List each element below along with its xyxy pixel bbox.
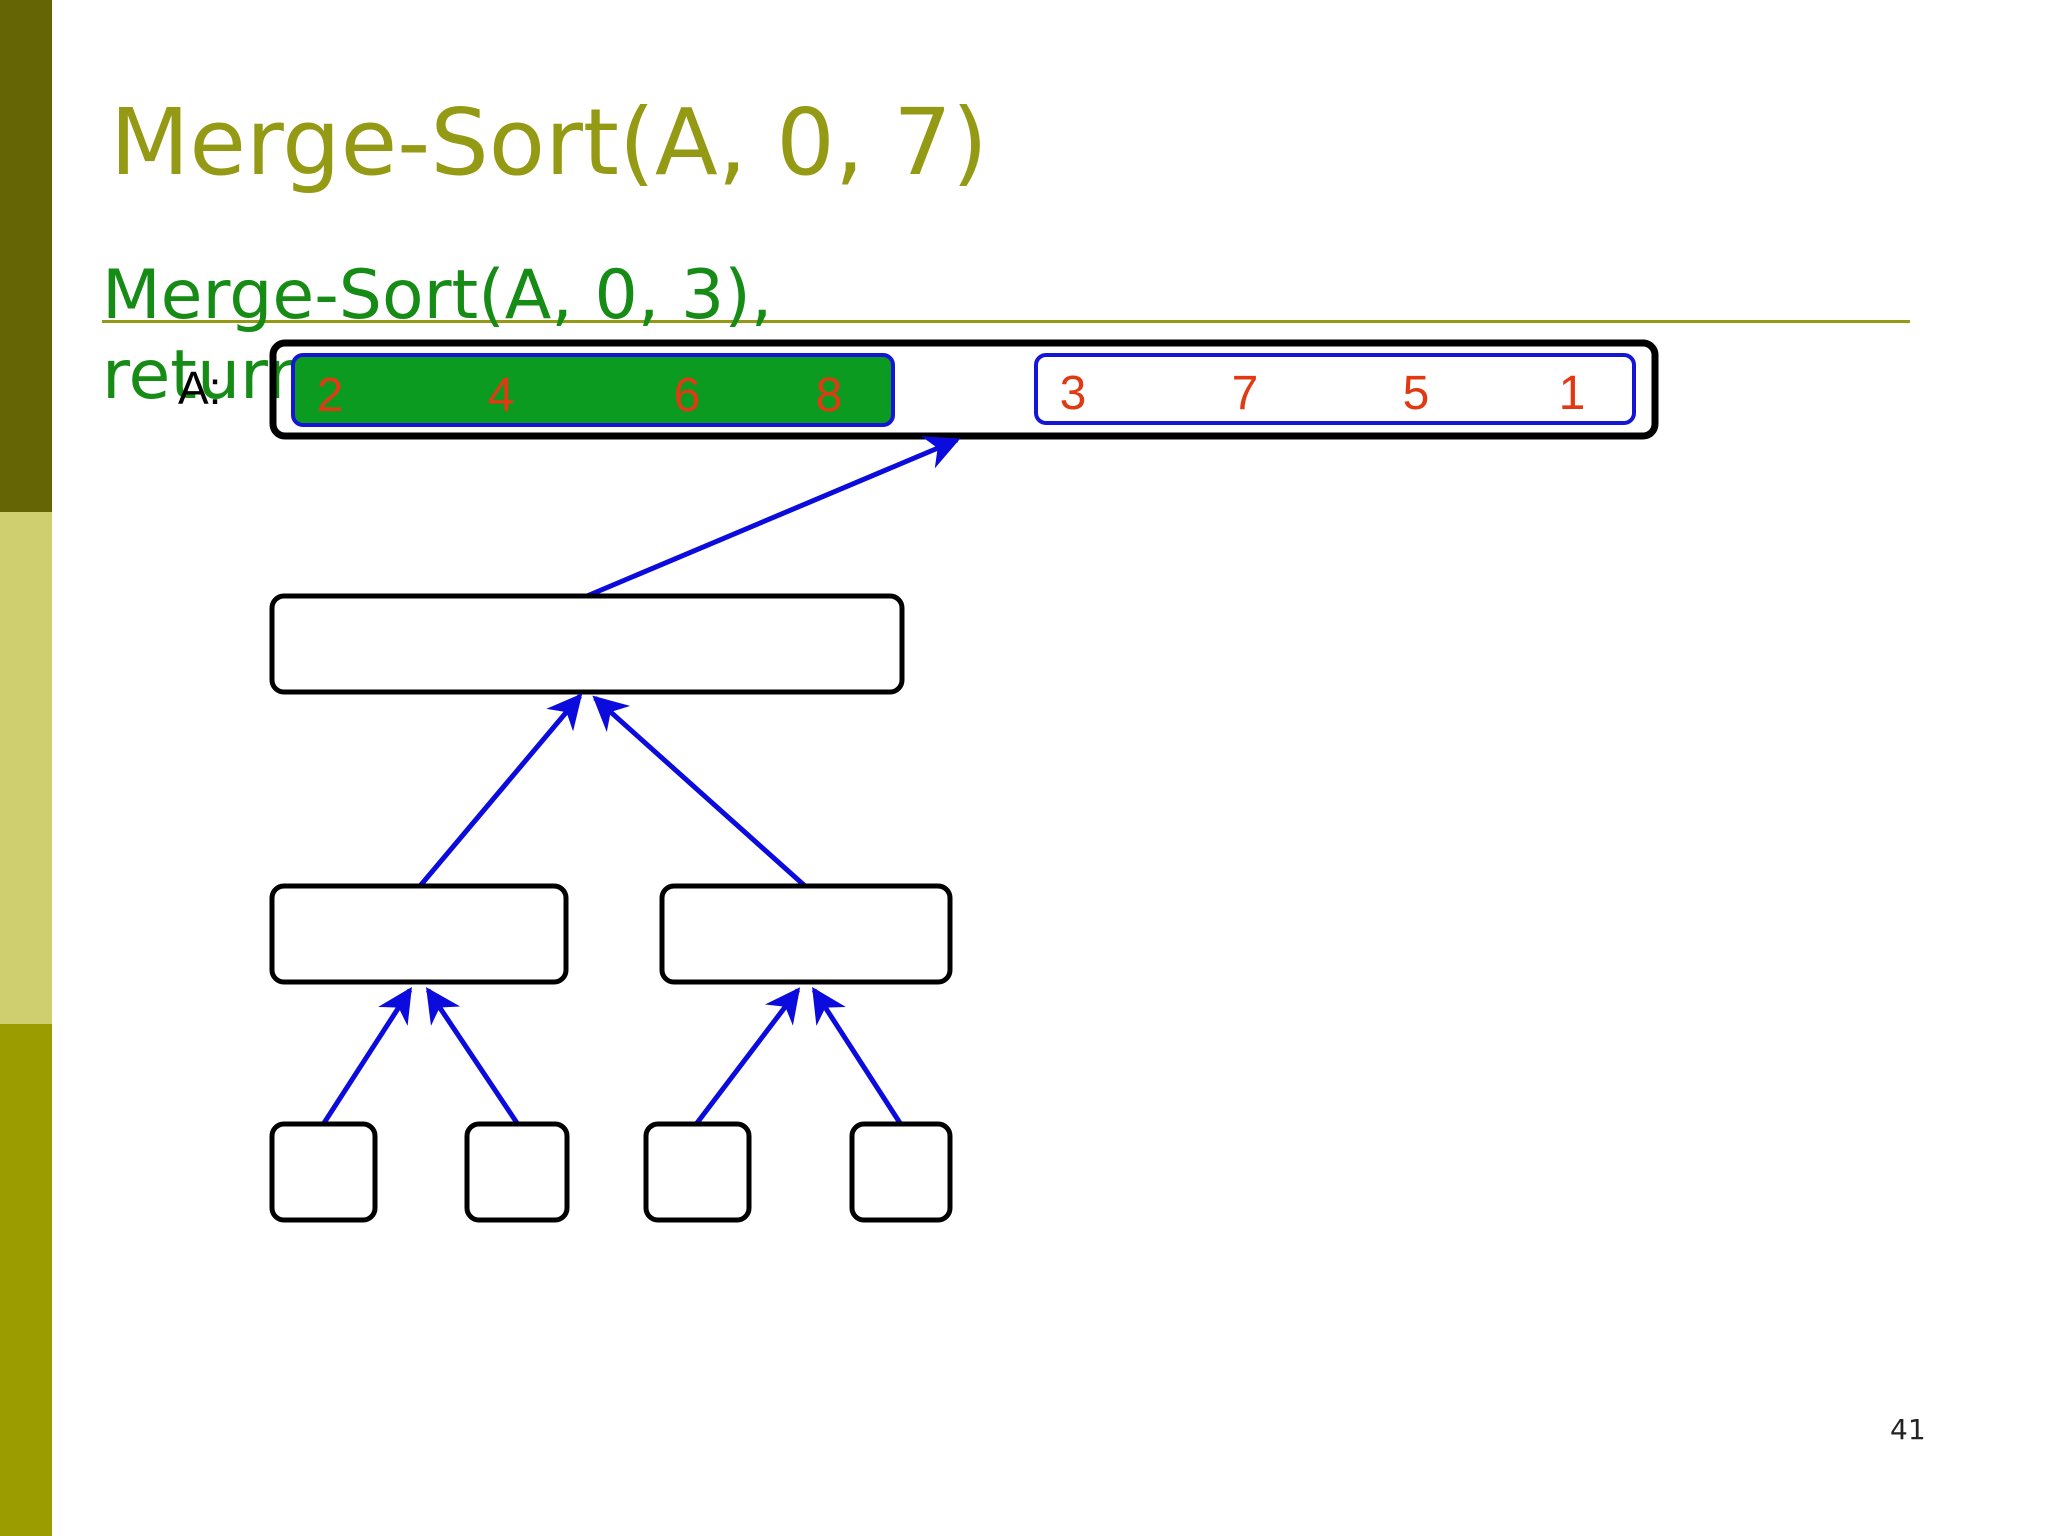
arrow-up [321, 987, 413, 1125]
tree-node-level1 [269, 593, 905, 695]
tree-node-leaf [464, 1121, 570, 1223]
arrow-up [425, 987, 520, 1125]
arrow-up [811, 987, 903, 1125]
array-cell: 1 [1559, 367, 1586, 420]
side-bar-middle [0, 512, 52, 1024]
array-cell: 4 [488, 369, 515, 422]
arrow-up [418, 693, 583, 888]
left-half-sorted [291, 353, 895, 427]
page-number: 41 [1890, 1413, 1926, 1446]
side-bar-bottom [0, 1024, 52, 1536]
array-label: A: [178, 362, 221, 414]
tree-node-leaf [269, 1121, 378, 1223]
tree-node-leaf [849, 1121, 953, 1223]
side-bar-top [0, 0, 52, 512]
array-cell: 2 [317, 369, 344, 422]
arrow-up [592, 695, 807, 888]
array-cell: 5 [1403, 367, 1430, 420]
tree-node-level2 [269, 883, 569, 985]
right-half [1034, 353, 1636, 425]
array-cell: 6 [674, 369, 701, 422]
array-cell: 3 [1060, 367, 1087, 420]
title-divider [102, 320, 1910, 323]
tree-node-level2 [659, 883, 953, 985]
arrow-up [586, 436, 961, 599]
slide-title: Merge-Sort(A, 0, 7) [110, 89, 988, 196]
array-box [269, 339, 1659, 440]
array-cell: 7 [1232, 367, 1259, 420]
tree-node-leaf [643, 1121, 752, 1223]
array-cell: 8 [816, 369, 843, 422]
arrow-up [695, 987, 801, 1125]
